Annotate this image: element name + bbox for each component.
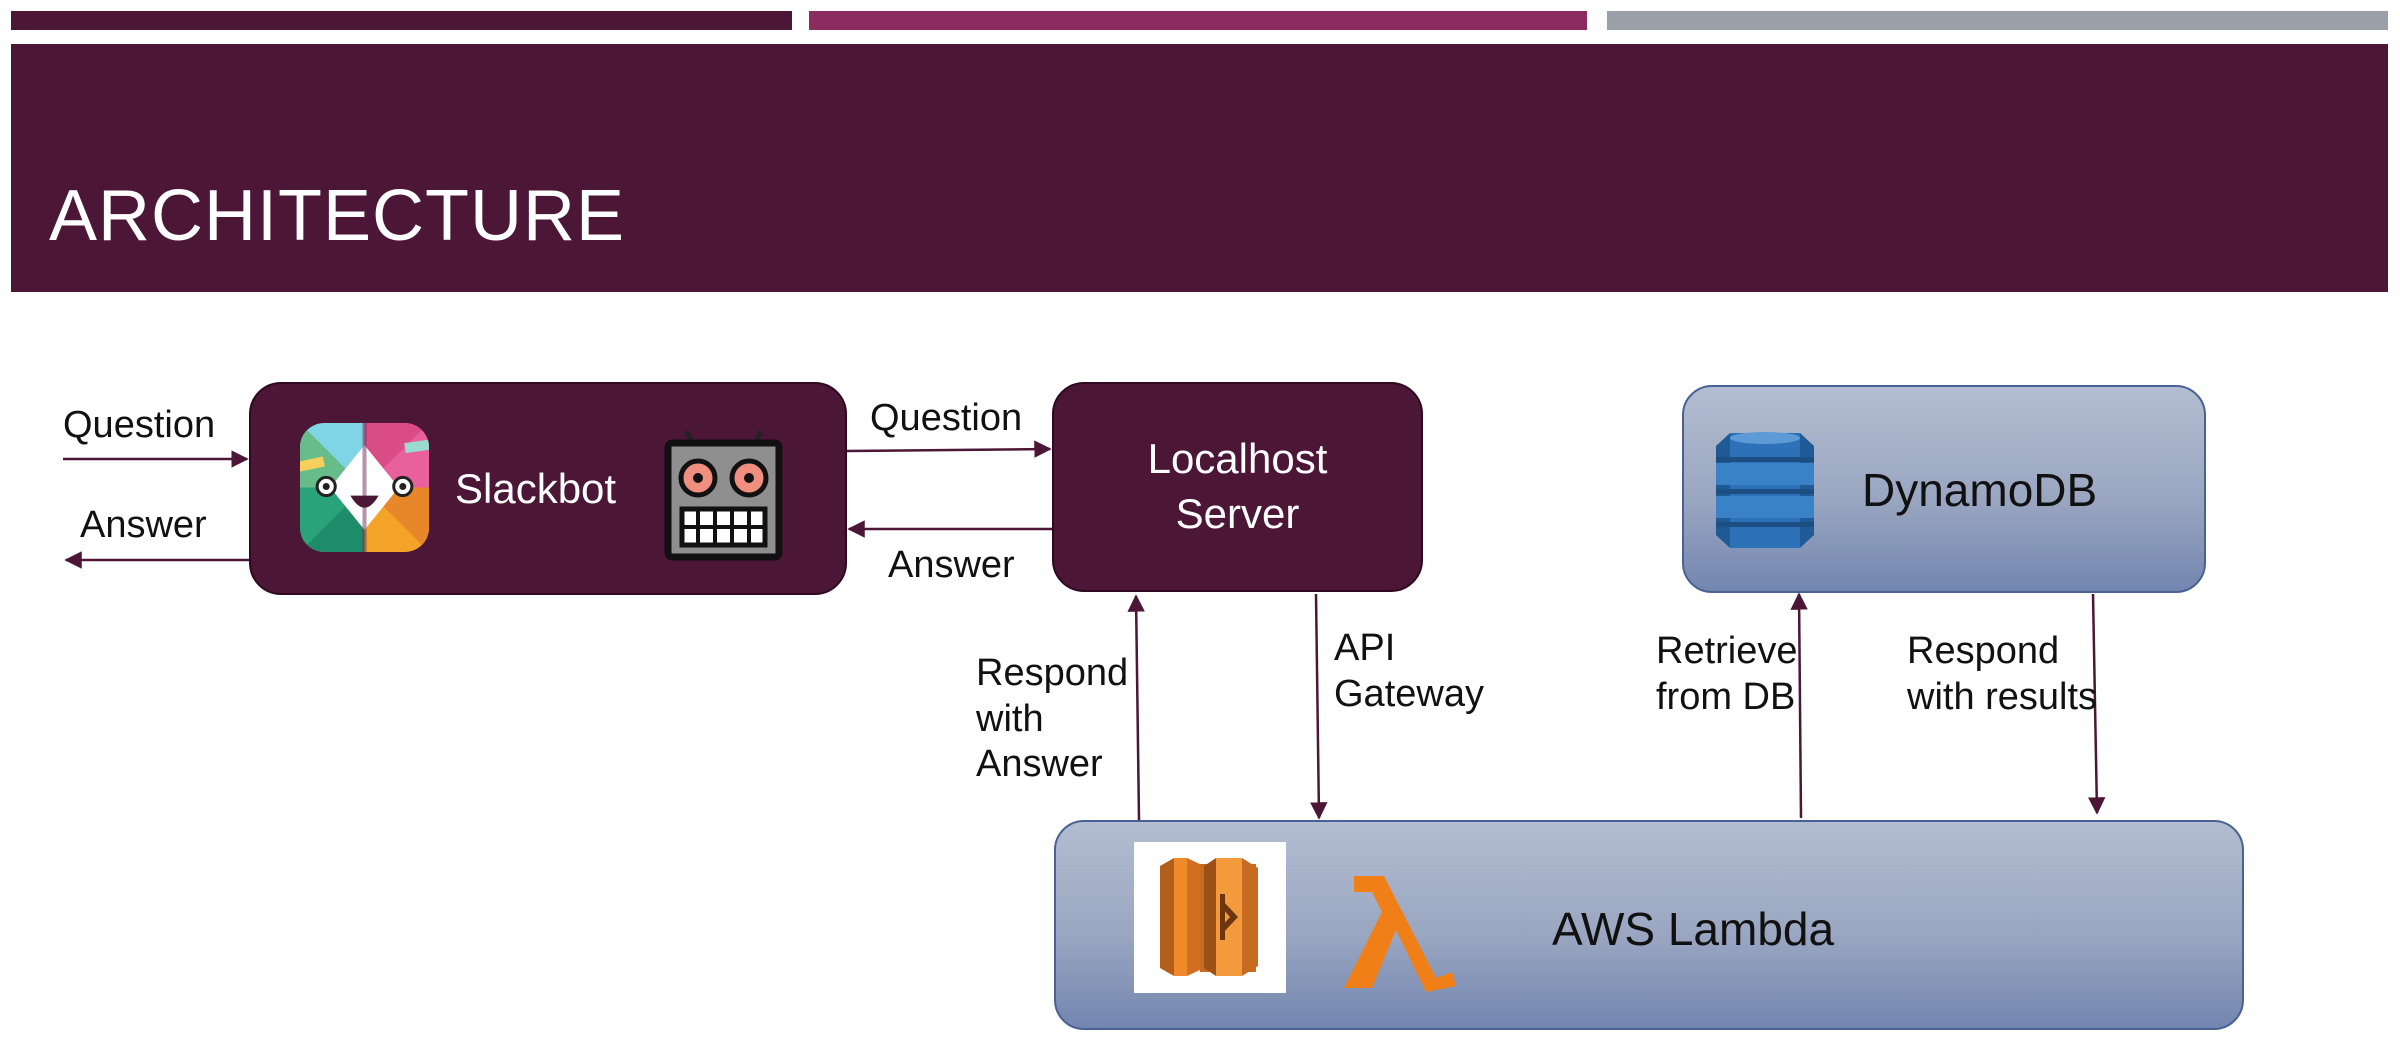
arrow-db-to-lambda bbox=[2087, 593, 2106, 815]
aws-lambda-icon bbox=[1160, 858, 1258, 976]
dynamodb-label: DynamoDB bbox=[1862, 464, 2098, 516]
arrow-server-to-lambda bbox=[1310, 593, 1328, 820]
edge-label-db-to-lambda: Respond with results bbox=[1907, 630, 2098, 718]
edge-label-server-to-bot: Answer bbox=[888, 544, 1015, 586]
slack-logo-icon bbox=[300, 423, 429, 552]
edge-label-server-to-lambda: API Gateway bbox=[1334, 627, 1484, 715]
accent-bar-1 bbox=[11, 11, 792, 30]
aws-lambda-label: AWS Lambda bbox=[1552, 903, 1835, 955]
arrow-bot-to-server bbox=[846, 440, 1052, 458]
edge-label-lambda-to-db: Retrieve from DB bbox=[1656, 630, 1798, 718]
slackbot-label: Slackbot bbox=[455, 465, 617, 512]
lambda-symbol-icon bbox=[1344, 876, 1456, 992]
accent-bar-3 bbox=[1607, 11, 2388, 30]
localhost-server-label: Localhost Server bbox=[1147, 435, 1328, 537]
localhost-server-node bbox=[1052, 382, 1423, 592]
accent-bar-2 bbox=[809, 11, 1587, 30]
slide-title: ARCHITECTURE bbox=[49, 176, 626, 256]
robot-icon bbox=[664, 429, 783, 561]
edge-label-user-question: Question bbox=[63, 404, 216, 446]
arrow-lambda-to-server bbox=[1127, 594, 1145, 821]
edge-label-bot-to-server: Question bbox=[870, 397, 1023, 439]
edge-label-lambda-to-server: Respond with Answer bbox=[976, 652, 1129, 786]
dynamodb-icon bbox=[1716, 432, 1814, 548]
aws-lambda-icon-tile bbox=[1134, 842, 1286, 993]
title-banner bbox=[11, 44, 2388, 292]
edge-label-user-answer: Answer bbox=[80, 504, 207, 546]
arrow-lambda-to-db bbox=[1790, 592, 1808, 819]
